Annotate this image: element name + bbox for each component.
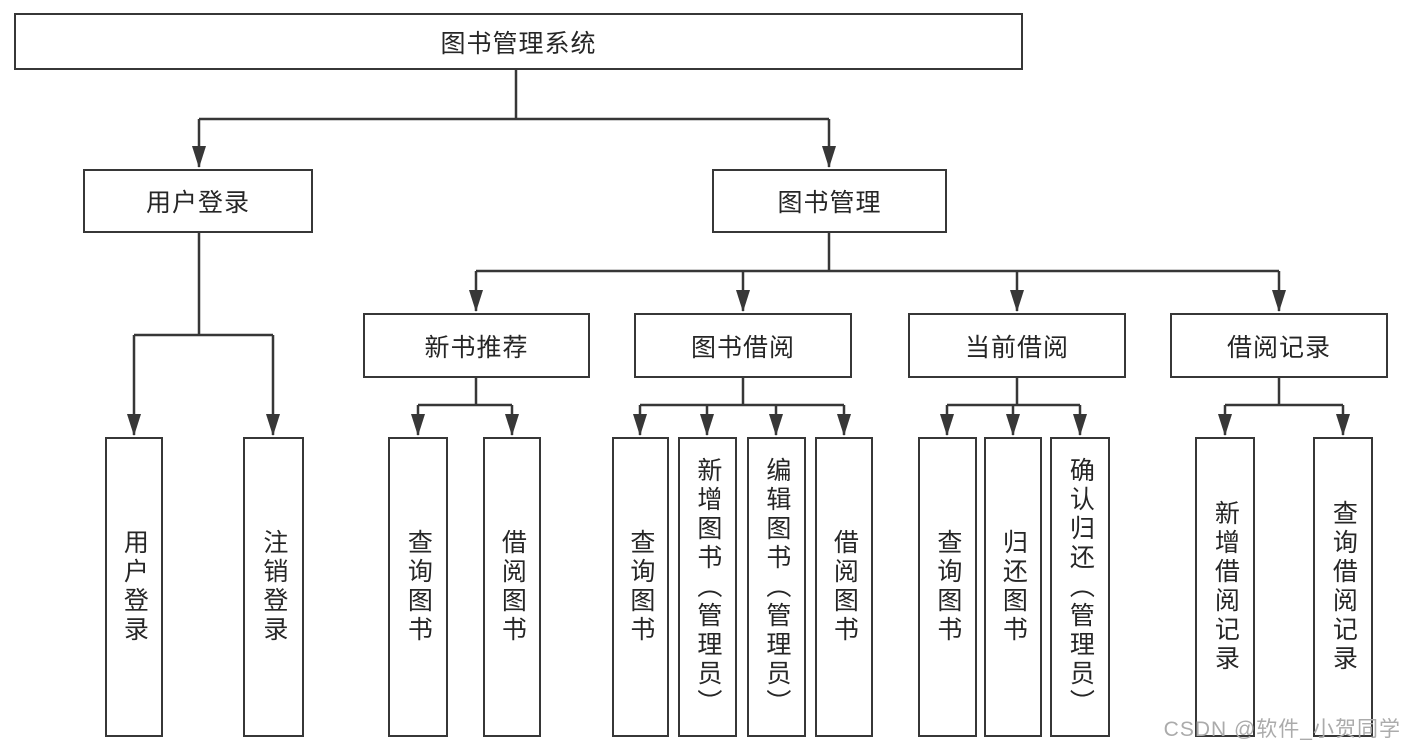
leaf-borrow-borrow-book-label: 借阅图书: [830, 529, 859, 645]
connector-book-management-children: [469, 233, 1286, 312]
leaf-borrow-add-book-admin: 新增图书（管理员）: [678, 437, 737, 737]
leaf-current-query-book-label: 查询图书: [933, 529, 962, 645]
node-book-borrow-label: 图书借阅: [690, 333, 795, 362]
leaf-borrow-edit-book-admin: 编辑图书（管理员）: [747, 437, 806, 737]
node-current-borrow: 当前借阅: [908, 313, 1126, 378]
leaf-user-login-label: 用户登录: [120, 529, 149, 645]
leaf-borrow-query-book: 查询图书: [612, 437, 669, 737]
leaf-record-add-record-label: 新增借阅记录: [1211, 500, 1240, 674]
node-new-book-recommend-label: 新书推荐: [424, 333, 529, 362]
node-new-book-recommend: 新书推荐: [363, 313, 590, 378]
leaf-current-confirm-return-admin-label: 确认归还（管理员）: [1066, 456, 1095, 718]
leaf-current-confirm-return-admin: 确认归还（管理员）: [1050, 437, 1110, 737]
node-book-borrow: 图书借阅: [634, 313, 852, 378]
leaf-borrow-query-book-label: 查询图书: [626, 529, 655, 645]
leaf-borrow-add-book-admin-label: 新增图书（管理员）: [693, 456, 722, 718]
leaf-user-login: 用户登录: [105, 437, 163, 737]
leaf-record-query-record: 查询借阅记录: [1313, 437, 1373, 737]
leaf-newbook-query-book-label: 查询图书: [404, 529, 433, 645]
connector-root-children: [192, 70, 836, 168]
leaf-newbook-borrow-book: 借阅图书: [483, 437, 541, 737]
leaf-logout-label: 注销登录: [259, 529, 288, 645]
node-user-login-label: 用户登录: [145, 189, 250, 217]
node-book-management: 图书管理: [712, 169, 947, 233]
connector-current-borrow-children: [940, 378, 1087, 436]
leaf-borrow-borrow-book: 借阅图书: [815, 437, 873, 737]
connector-new-book-children: [411, 378, 519, 436]
node-borrow-record-label: 借阅记录: [1226, 333, 1331, 362]
leaf-newbook-borrow-book-label: 借阅图书: [498, 529, 527, 645]
leaf-current-query-book: 查询图书: [918, 437, 977, 737]
leaf-record-query-record-label: 查询借阅记录: [1329, 500, 1358, 674]
connector-user-login-children: [127, 233, 280, 436]
leaf-current-return-book: 归还图书: [984, 437, 1042, 737]
leaf-current-return-book-label: 归还图书: [999, 529, 1028, 645]
node-root-label: 图书管理系统: [440, 29, 597, 58]
node-root: 图书管理系统: [14, 13, 1023, 70]
leaf-borrow-edit-book-admin-label: 编辑图书（管理员）: [762, 456, 791, 718]
leaf-logout: 注销登录: [243, 437, 304, 737]
node-book-management-label: 图书管理: [777, 189, 882, 217]
leaf-record-add-record: 新增借阅记录: [1195, 437, 1255, 737]
csdn-watermark: CSDN @软件_小贺同学: [1163, 718, 1401, 741]
connector-book-borrow-children: [633, 378, 851, 436]
node-borrow-record: 借阅记录: [1170, 313, 1388, 378]
leaf-newbook-query-book: 查询图书: [388, 437, 448, 737]
node-current-borrow-label: 当前借阅: [964, 333, 1069, 362]
node-user-login: 用户登录: [83, 169, 313, 233]
connector-borrow-record-children: [1218, 378, 1350, 436]
